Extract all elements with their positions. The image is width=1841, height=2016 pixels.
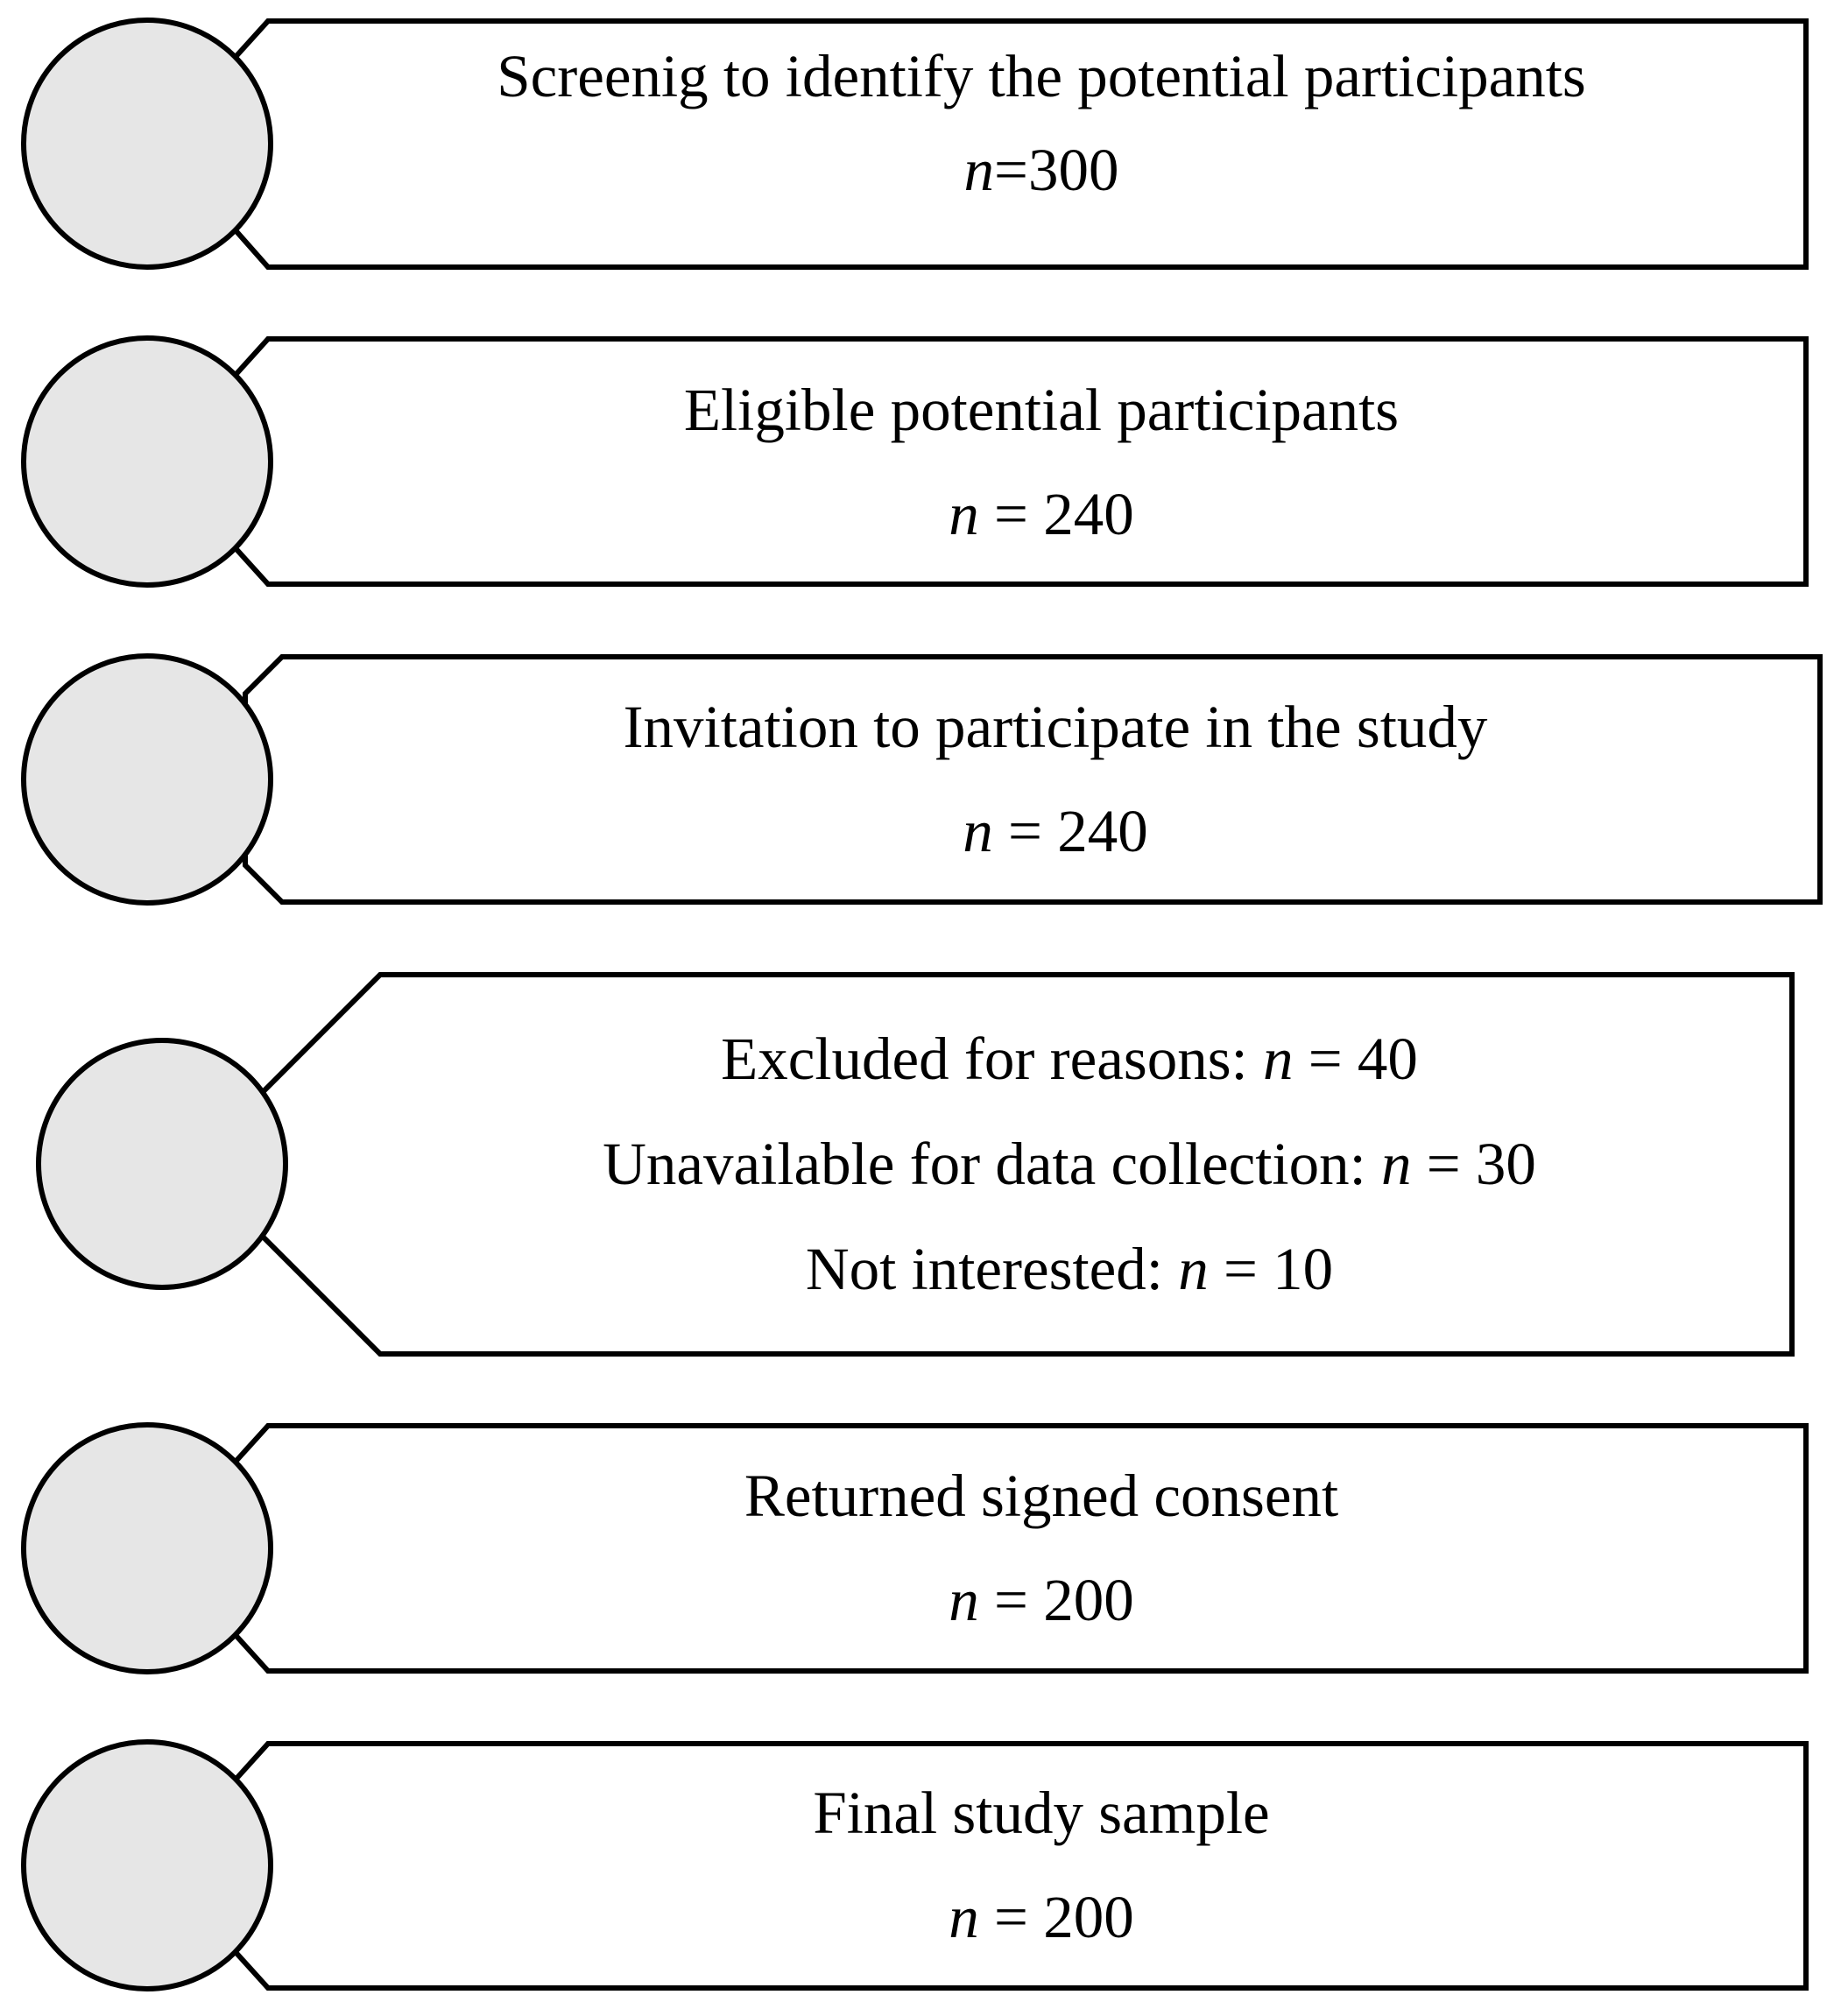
step-screening-marker xyxy=(21,18,273,270)
n-symbol: n xyxy=(963,798,993,864)
step-excluded-marker xyxy=(36,1038,288,1290)
step-final-marker xyxy=(21,1739,273,1991)
step-eligible-marker xyxy=(21,335,273,588)
step-consent-label: Returned signed consent xyxy=(744,1463,1338,1529)
step-invitation-count: n = 240 xyxy=(963,798,1147,864)
step-invitation: Invitation to participate in the study n… xyxy=(21,653,1823,906)
step-consent-marker xyxy=(21,1422,273,1674)
step-excluded-line-3-value: = 10 xyxy=(1209,1236,1333,1302)
step-excluded-line-2: Unavailable for data collection: n = 30 xyxy=(603,1131,1536,1197)
step-consent: Returned signed consent n = 200 xyxy=(21,1422,1809,1674)
step-eligible-box xyxy=(232,336,1809,587)
step-screening-count: n=300 xyxy=(964,137,1119,203)
step-eligible-label: Eligible potential participants xyxy=(684,377,1399,443)
step-excluded-line-2-label: Unavailable for data collection: xyxy=(603,1131,1381,1197)
step-screening: Screenig to identify the potential parti… xyxy=(21,18,1809,270)
step-excluded: Excluded for reasons: n = 40 Unavailable… xyxy=(36,972,1795,1357)
step-invitation-marker xyxy=(21,653,273,906)
step-excluded-line-3-label: Not interested: xyxy=(806,1236,1178,1302)
n-symbol: n xyxy=(949,1884,979,1950)
step-excluded-line-1-label: Excluded for reasons: xyxy=(721,1026,1263,1092)
step-screening-count-value: =300 xyxy=(994,137,1118,203)
step-final-count: n = 200 xyxy=(949,1884,1133,1950)
step-eligible-count: n = 240 xyxy=(949,481,1133,547)
step-invitation-box xyxy=(243,654,1823,905)
step-invitation-label: Invitation to participate in the study xyxy=(624,694,1488,760)
step-final-count-value: = 200 xyxy=(979,1884,1134,1950)
step-final-label: Final study sample xyxy=(813,1780,1269,1846)
step-excluded-line-2-value: = 30 xyxy=(1412,1131,1536,1197)
step-eligible-count-value: = 240 xyxy=(979,481,1134,547)
step-eligible: Eligible potential participants n = 240 xyxy=(21,335,1809,588)
step-excluded-line-1: Excluded for reasons: n = 40 xyxy=(721,1026,1418,1092)
n-symbol: n xyxy=(1381,1131,1412,1197)
step-consent-count: n = 200 xyxy=(949,1567,1133,1633)
n-symbol: n xyxy=(1263,1026,1294,1092)
step-excluded-line-3: Not interested: n = 10 xyxy=(806,1236,1333,1302)
n-symbol: n xyxy=(949,1567,979,1633)
step-consent-count-value: = 200 xyxy=(979,1567,1134,1633)
n-symbol: n xyxy=(1178,1236,1209,1302)
n-symbol: n xyxy=(949,481,979,547)
step-screening-label: Screenig to identify the potential parti… xyxy=(497,43,1586,109)
n-symbol: n xyxy=(964,137,995,203)
step-invitation-count-value: = 240 xyxy=(993,798,1148,864)
step-excluded-line-1-value: = 40 xyxy=(1293,1026,1417,1092)
step-final: Final study sample n = 200 xyxy=(21,1739,1809,1991)
